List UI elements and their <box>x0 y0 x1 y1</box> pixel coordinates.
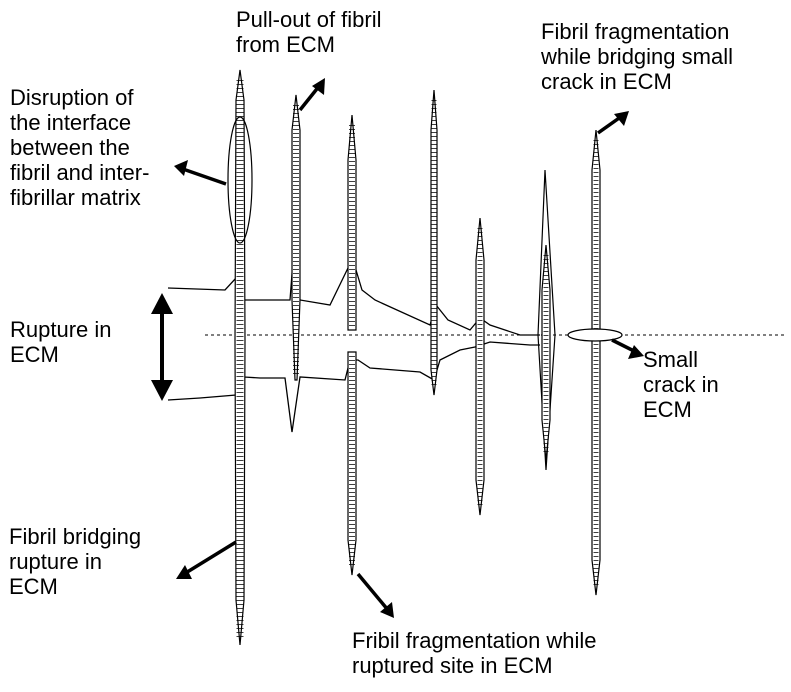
label-fragmentation-small-crack: Fibril fragmentation while bridging smal… <box>541 19 733 94</box>
fibril-6-ecm-sheath <box>537 169 556 471</box>
pointer-arrow-icon <box>596 111 629 135</box>
interface-disruption-ellipse <box>227 116 253 244</box>
fibril-7 <box>591 129 601 596</box>
double-headed-arrow-icon <box>151 293 173 401</box>
pointer-arrow-icon <box>176 540 237 579</box>
fibril-5 <box>475 217 485 516</box>
fibril-4 <box>430 89 438 396</box>
label-small-crack: Small crack in ECM <box>643 347 719 422</box>
pointer-arrow-icon <box>611 338 644 359</box>
label-pullout: Pull-out of fibril from ECM <box>236 7 382 57</box>
fibril-2 <box>291 94 301 381</box>
small-crack-ellipse <box>567 328 623 342</box>
label-fribil-fragmentation: Fribil fragmentation while ruptured site… <box>352 628 597 678</box>
pointer-arrow-icon <box>298 78 325 112</box>
pointer-arrow-icon <box>174 160 227 186</box>
label-interface-disruption: Disruption of the interface between the … <box>10 85 150 210</box>
fibril-3-lower <box>347 351 357 576</box>
label-fibril-bridging: Fibril bridging rupture in ECM <box>9 524 142 599</box>
fibril-3-upper <box>347 114 357 331</box>
pointer-arrow-icon <box>356 572 394 618</box>
fibril-6 <box>541 244 551 461</box>
label-rupture: Rupture in ECM <box>10 317 112 367</box>
fibril-1 <box>234 69 246 646</box>
